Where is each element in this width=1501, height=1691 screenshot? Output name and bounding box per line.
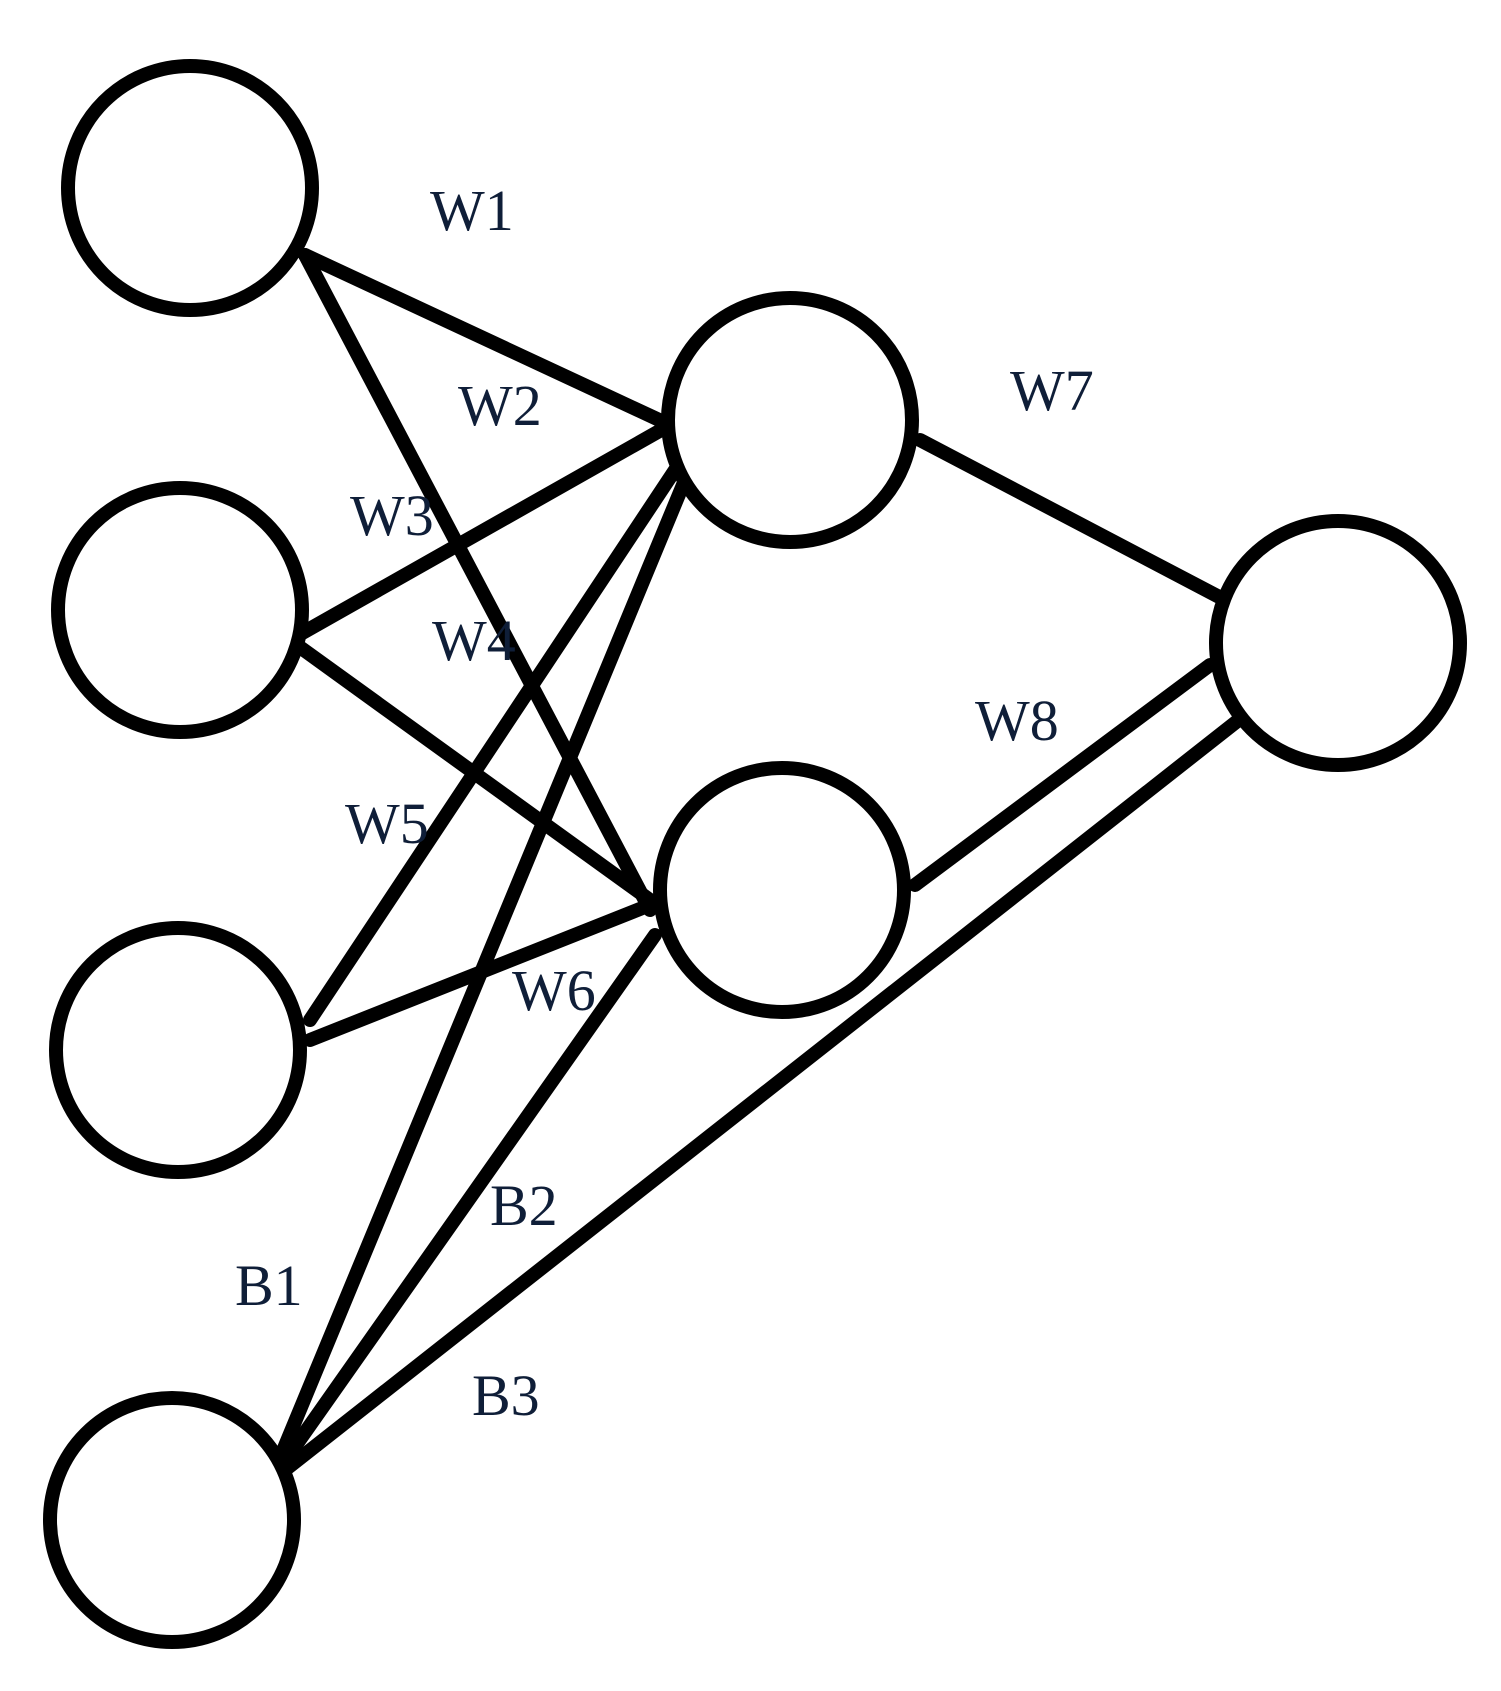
edge-input-1-to-hidden-1	[298, 248, 677, 432]
edge-input-1-to-hidden-2	[298, 248, 657, 917]
edge-bias-to-output	[278, 708, 1252, 1477]
edge-input-2-to-hidden-1	[283, 418, 677, 647]
edge-label-w3: W3	[350, 483, 434, 548]
edge-label-w2: W2	[458, 373, 542, 438]
edge-bias-to-hidden-1	[268, 473, 692, 1477]
edge-input-3-to-hidden-1	[303, 463, 682, 1027]
edge-label-b1: B1	[235, 1253, 303, 1318]
node-hidden-2	[653, 761, 911, 1019]
neurons	[43, 59, 1467, 1649]
edge-hidden-1-to-output	[913, 433, 1232, 607]
node-output	[1209, 514, 1467, 772]
connections	[268, 248, 1252, 1482]
edge-hidden-2-to-output	[908, 658, 1217, 892]
node-bias	[43, 1391, 301, 1649]
edge-label-b3: B3	[472, 1363, 540, 1428]
node-input-2	[51, 481, 309, 739]
edge-label-w1: W1	[430, 178, 514, 243]
node-hidden-1	[661, 291, 919, 549]
edge-bias-to-hidden-2	[268, 928, 662, 1482]
edge-label-w4: W4	[432, 608, 516, 673]
edge-label-w6: W6	[512, 958, 596, 1023]
edge-label-w5: W5	[345, 791, 429, 856]
node-input-1	[61, 59, 319, 317]
edge-label-b2: B2	[490, 1173, 558, 1238]
edge-label-w7: W7	[1010, 358, 1094, 423]
edge-label-w8: W8	[975, 688, 1059, 753]
node-input-3	[49, 921, 307, 1179]
